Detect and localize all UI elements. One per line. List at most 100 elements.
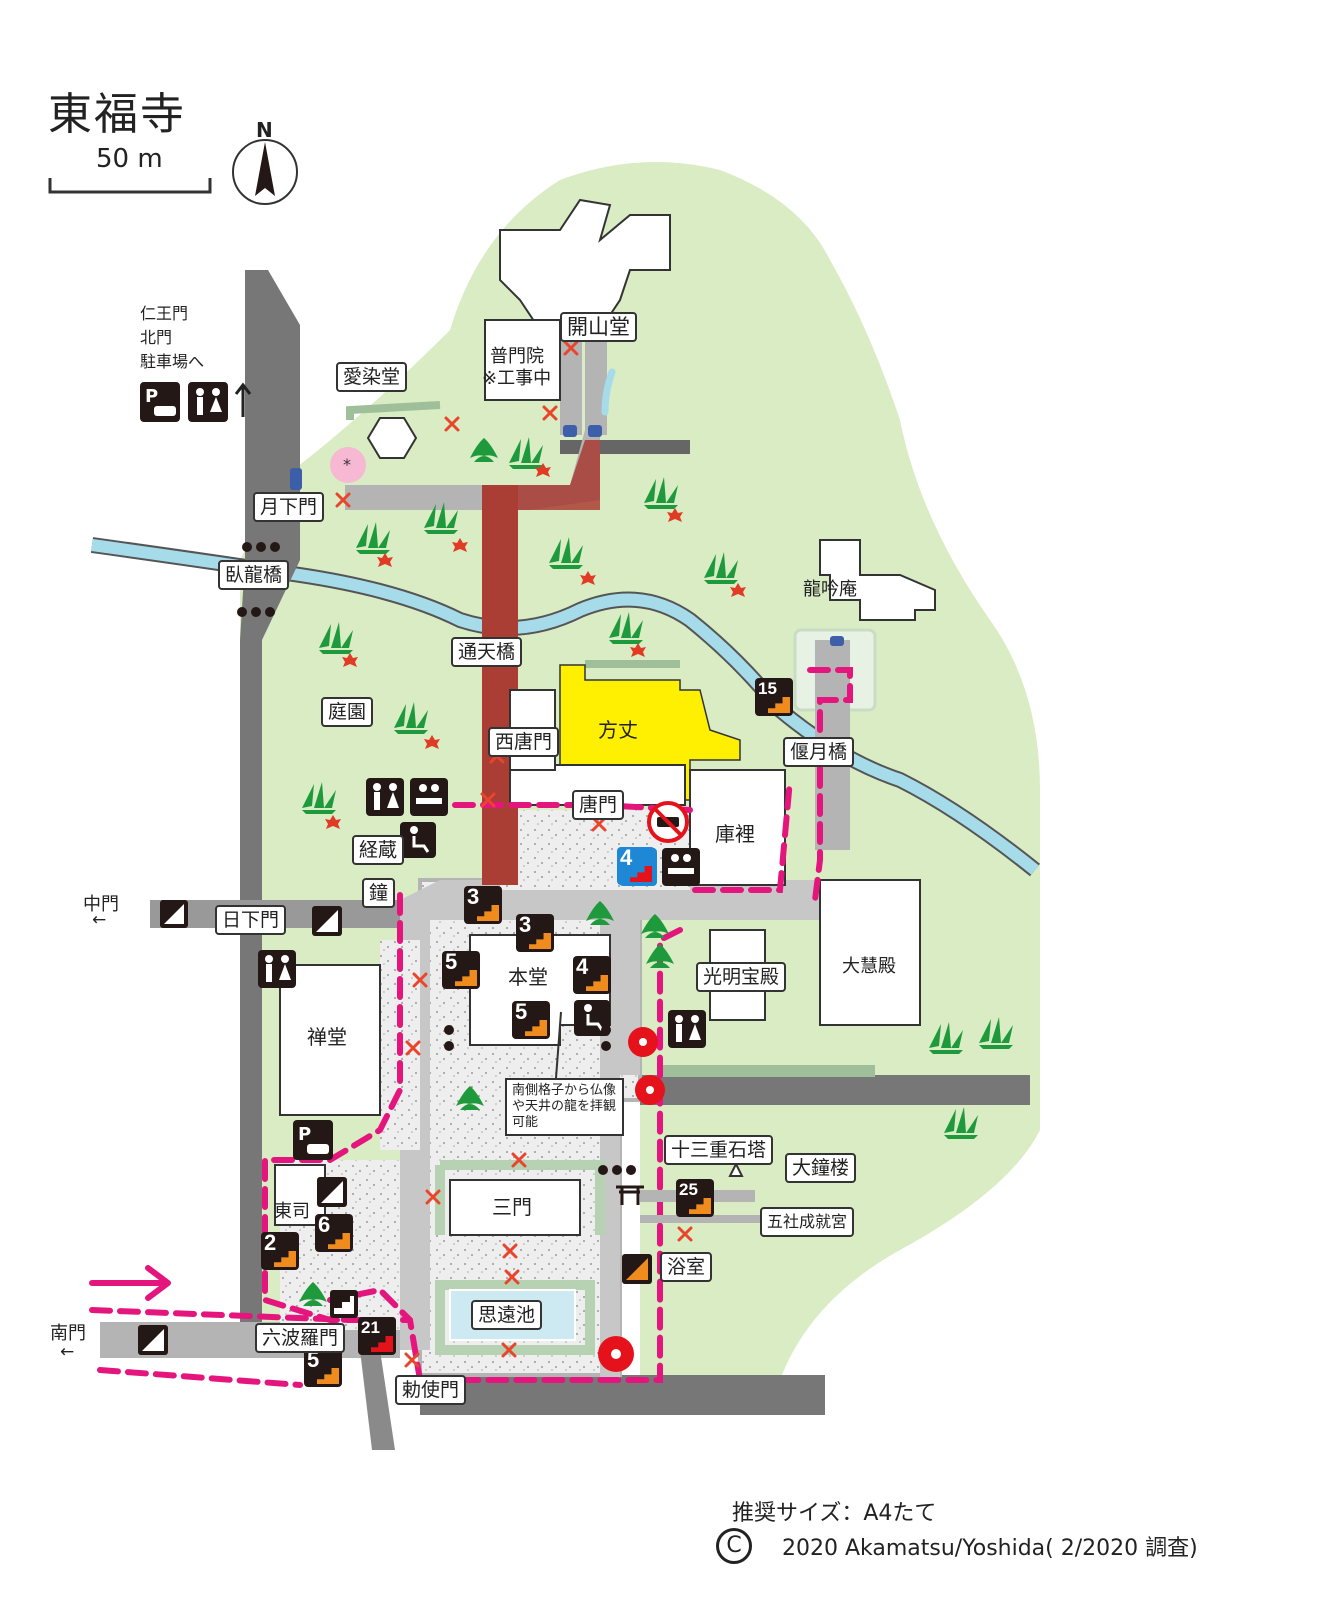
label-hojo: 方丈 [598,718,638,742]
plum-blossom-icon [628,1027,658,1057]
label-toshi: 東司 [274,1201,310,1222]
label-shion-ike: 思遠池 [471,1300,543,1330]
river [91,539,1039,875]
compass-north-label: N [256,118,273,142]
step-count-number: 15 [758,679,777,698]
arrow-left-icon: ← [60,1342,75,1362]
stream [601,368,616,416]
stairs-icon [477,905,499,921]
copyright-line: 2020 Akamatsu/Yoshida( 2/2020 調査) [782,1536,1198,1561]
west-road [240,270,300,1340]
kaisando-path-2 [585,340,607,435]
step-icon [160,900,188,928]
step-count-badge: 4 [617,847,655,885]
wheelchair-icon [400,822,436,858]
label-rokuharamon: 六波羅門 [255,1323,346,1353]
plum-blossom-icon [635,1075,665,1105]
building-kaisando-complex [499,198,671,331]
restroom-icon [258,950,296,988]
step-count-badge: 4 [573,956,611,994]
compass-icon [232,139,298,205]
stairs-icon [586,975,608,991]
label-nishikaramon: 西唐門 [488,727,560,757]
stupa-marker-icon [728,1161,744,1177]
label-jusanju: 十三重石塔 [664,1135,774,1165]
step-icon [317,1177,347,1207]
svg-text:*: * [343,455,351,474]
step-count-number: 4 [576,956,589,979]
building-aizendo [366,417,418,459]
scale-label: 50 m [96,144,163,174]
south-road-branch [360,1350,395,1450]
step-count-number: 2 [264,1232,277,1255]
label-fumonin: 普門院 [490,346,544,367]
yokushitsu-path [640,1215,790,1223]
stairs-icon [455,970,477,986]
building-sanmon [449,1179,581,1236]
cherry-blossom-icon: * [330,447,366,483]
step-count-badge: 3 [516,914,554,952]
north-access-line: 北門 [140,328,173,347]
north-access-line: 駐車場へ [140,352,205,371]
svg-text:P: P [145,386,158,407]
step-icon [312,906,342,936]
step-count-badge: 5 [304,1349,342,1387]
torii-icon [616,1185,644,1205]
label-chokushimon: 勅使門 [395,1375,467,1405]
north-access-line: 仁王門 [140,304,189,323]
step-count-badge: 21 [358,1317,396,1355]
stairs-icon [328,1233,350,1249]
label-zendo: 禅堂 [307,1025,347,1049]
step-count-number: 5 [307,1349,320,1372]
step-count-badge: 2 [261,1232,299,1270]
label-engetsukyo: 偃月橋 [783,737,855,767]
label-hondo: 本堂 [508,965,548,989]
parking-icon: P [140,382,180,422]
label-kaisando: 開山堂 [560,312,637,342]
stairs-icon [525,1020,547,1036]
rest-area-icon [410,778,448,816]
label-nikkamon: 日下門 [215,905,287,935]
restroom-icon [366,778,404,816]
step-count-badge: 3 [464,886,502,924]
building-ryoginan [819,539,936,621]
recommended-size-note: 推奨サイズ：A4たて [732,1501,937,1526]
step-count-number: 6 [318,1214,331,1237]
label-nanmon: 南門 [50,1323,86,1344]
arrow-left-icon: ← [92,910,107,930]
step-icon [138,1325,168,1355]
label-gekkamon: 月下門 [253,492,325,522]
label-karamon: 唐門 [572,790,625,820]
stairs-icon [317,1368,339,1384]
label-kyozo: 経蔵 [352,835,405,865]
step-count-badge: 5 [512,1001,550,1039]
hedge-sanmon [435,1160,605,1235]
plum-blossom-icon [598,1336,634,1372]
label-ryoginan: 龍吟庵 [803,579,857,600]
scale-bar [48,178,212,194]
no-entry-mark [404,1352,420,1368]
step-icon [622,1254,652,1284]
step-count-number: 25 [679,1180,698,1199]
copyright-icon: C [716,1528,752,1564]
building-daiedan [819,879,921,1026]
north-access-list: 仁王門 北門 駐車場へ [140,302,204,374]
label-kuri: 庫裡 [715,822,755,846]
label-fumonin-note: ※工事中 [482,368,552,389]
step-count-badge: 6 [315,1214,353,1252]
hedge-hojo [585,660,680,668]
step-count-number: 5 [515,1001,528,1024]
step-count-number: 3 [467,886,480,909]
label-daishoro: 大鐘楼 [785,1153,857,1183]
wheelchair-icon [574,1000,610,1036]
east-road [640,1075,1030,1105]
label-kane: 鐘 [362,878,396,908]
restroom-icon [188,382,228,422]
hedge-east [660,1065,875,1077]
step-count-number: 5 [445,951,458,974]
stairs-icon [529,933,551,949]
label-komyohoden: 光明宝殿 [696,962,787,992]
hondo-note: 南側格子から仏像や天井の龍を拝観可能 [505,1078,624,1136]
hedge-pond [435,1280,595,1355]
entry-arrow [89,1265,171,1301]
